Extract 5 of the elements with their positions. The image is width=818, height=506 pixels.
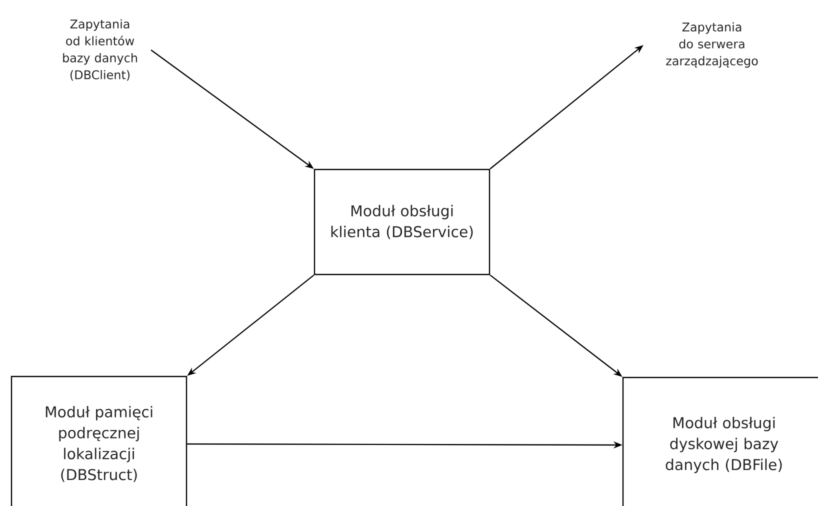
module-box: Moduł pamięci podręcznej lokalizacji (DBStruct) (10, 376, 188, 506)
note-text: Zapytania do serwera zarządzającego (666, 22, 758, 68)
module-box: Moduł obsługi dyskowej bazy danych (DBFile) (622, 376, 818, 506)
module-box: Moduł obsługi klienta (DBService) (314, 168, 490, 276)
note-text: Zapytania od klientów bazy danych (DBClient) (63, 19, 137, 81)
